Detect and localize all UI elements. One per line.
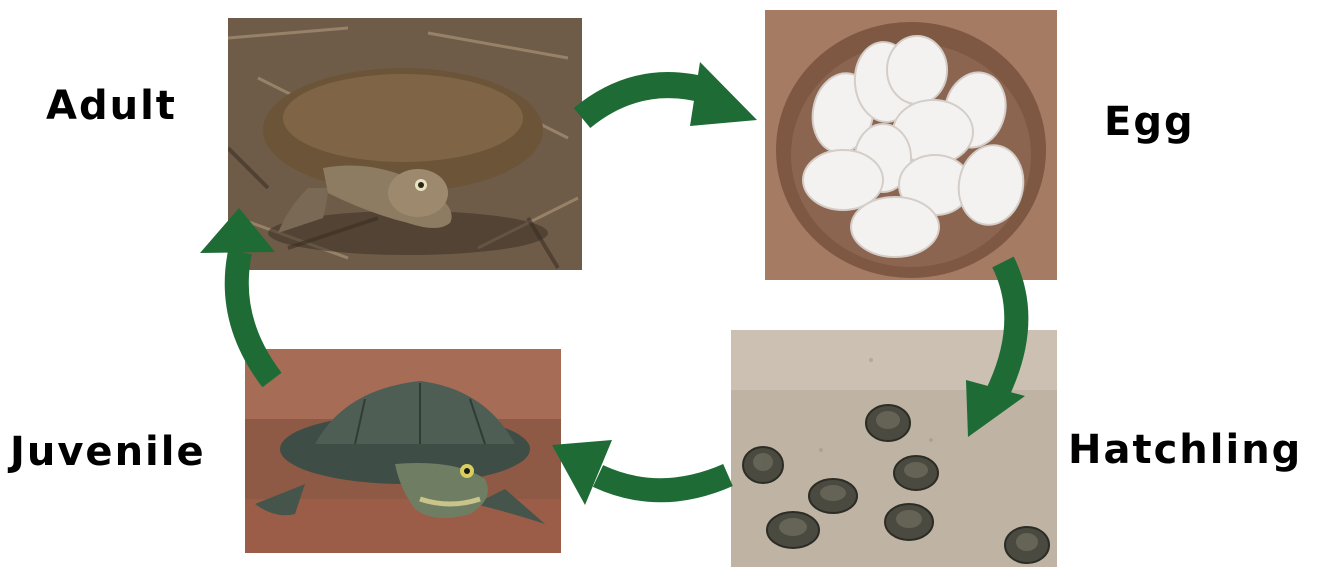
eggs-in-nest-image (765, 10, 1057, 280)
arrow-hatchling-to-juvenile (552, 440, 728, 505)
label-hatchling: Hatchling (1068, 430, 1302, 470)
arrow-adult-to-egg (582, 62, 757, 126)
label-egg: Egg (1104, 102, 1195, 142)
label-juvenile: Juvenile (10, 432, 206, 472)
juvenile-turtle-image (245, 349, 561, 553)
adult-turtle-image (228, 18, 582, 270)
hatchlings-image (731, 330, 1057, 567)
label-adult: Adult (46, 86, 177, 126)
